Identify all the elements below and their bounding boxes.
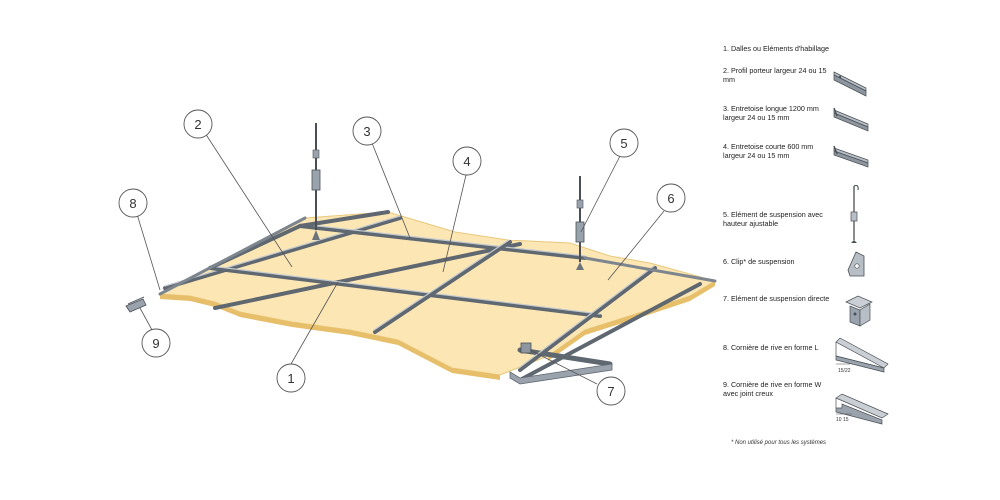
edge-angle-right	[583, 256, 717, 283]
adjustable-hanger-icon	[850, 184, 859, 243]
tile-edge-front-left	[160, 294, 500, 380]
svg-text:10 15: 10 15	[836, 417, 849, 423]
svg-text:15/22: 15/22	[838, 368, 851, 374]
svg-text:2: 2	[194, 117, 201, 132]
front-profile	[509, 363, 613, 385]
legend-icons: 15/22 10 15	[833, 71, 889, 425]
long-tee-4-hl	[518, 265, 655, 369]
suspension-clip-icon	[847, 251, 865, 277]
cross-tee-back	[298, 224, 587, 260]
callout-8: 8	[118, 188, 148, 218]
direct-hanger	[520, 342, 532, 354]
hanger-left	[311, 123, 321, 240]
callout-4: 4	[452, 146, 482, 176]
profile-main-1-hl	[164, 215, 401, 287]
cross-tee-back-hl	[299, 223, 586, 257]
legend-item-6: 6. Clip* de suspension	[723, 257, 795, 266]
leader-9	[139, 307, 153, 331]
long-tee-3	[373, 240, 512, 334]
w-edge-piece	[125, 296, 147, 313]
long-tee-icon	[833, 107, 869, 132]
legend-item-7: 7. Elément de suspension directe	[723, 294, 830, 303]
grid-profiles	[158, 210, 717, 385]
leader-6	[607, 210, 665, 281]
edge-angle-left	[158, 216, 307, 296]
long-tee-3-hl	[373, 239, 510, 331]
callout-7: 7	[596, 376, 626, 406]
legend-item-4: 4. Entretoise courte 600 mm largeur 24 o…	[723, 142, 814, 160]
hanger-right	[575, 176, 585, 270]
legend-item-5: 5. Elément de suspension avec hauteur aj…	[723, 210, 823, 228]
main-profile-icon	[833, 71, 867, 97]
l-edge-angle-icon: 15/22	[835, 337, 889, 374]
svg-text:6: 6	[667, 191, 674, 206]
leader-4	[442, 174, 467, 273]
leader-7	[529, 349, 598, 385]
legend-item-9: 9. Cornière de rive en forme W avec join…	[723, 380, 822, 398]
leader-2	[204, 132, 293, 268]
leader-1	[290, 281, 339, 365]
cross-tee-mid-hl	[209, 265, 601, 315]
callouts: 1 2 3 4 5 6 7 8	[118, 109, 686, 406]
leader-5	[580, 155, 621, 233]
callout-6: 6	[656, 183, 686, 213]
footnote: * Non utilisé pour tous les systèmes	[731, 440, 827, 446]
direct-hanger-icon	[845, 295, 873, 327]
profile-main-3	[518, 282, 702, 382]
callout-5: 5	[609, 128, 639, 158]
svg-text:7: 7	[607, 384, 614, 399]
svg-text:1: 1	[287, 371, 294, 386]
callout-leaders	[136, 132, 665, 385]
long-tee-back	[298, 210, 390, 228]
svg-text:8: 8	[129, 196, 136, 211]
callout-3: 3	[352, 116, 382, 146]
legend-item-8: 8. Cornière de rive en forme L	[723, 343, 819, 352]
leader-3	[371, 142, 411, 239]
svg-text:9: 9	[152, 336, 159, 351]
short-tee-icon	[833, 145, 869, 168]
hangers	[125, 123, 585, 354]
w-edge-angle-icon: 10 15	[835, 393, 889, 425]
profile-main-2	[213, 242, 522, 310]
callout-2: 2	[183, 109, 213, 139]
cross-tee-mid	[208, 266, 602, 318]
legend-item-3: 3. Entretoise longue 1200 mm largeur 24 …	[723, 104, 819, 122]
legend-item-2: 2. Profil porteur largeur 24 ou 15 mm	[723, 66, 827, 84]
leader-8	[136, 213, 161, 291]
svg-text:4: 4	[463, 154, 470, 169]
long-tee-4	[518, 266, 657, 372]
svg-text:3: 3	[363, 124, 370, 139]
svg-text:5: 5	[620, 136, 627, 151]
callout-9: 9	[141, 328, 171, 358]
callout-1: 1	[276, 363, 306, 393]
legend-item-1: 1. Dalles ou Eléments d'habillage	[723, 44, 830, 53]
